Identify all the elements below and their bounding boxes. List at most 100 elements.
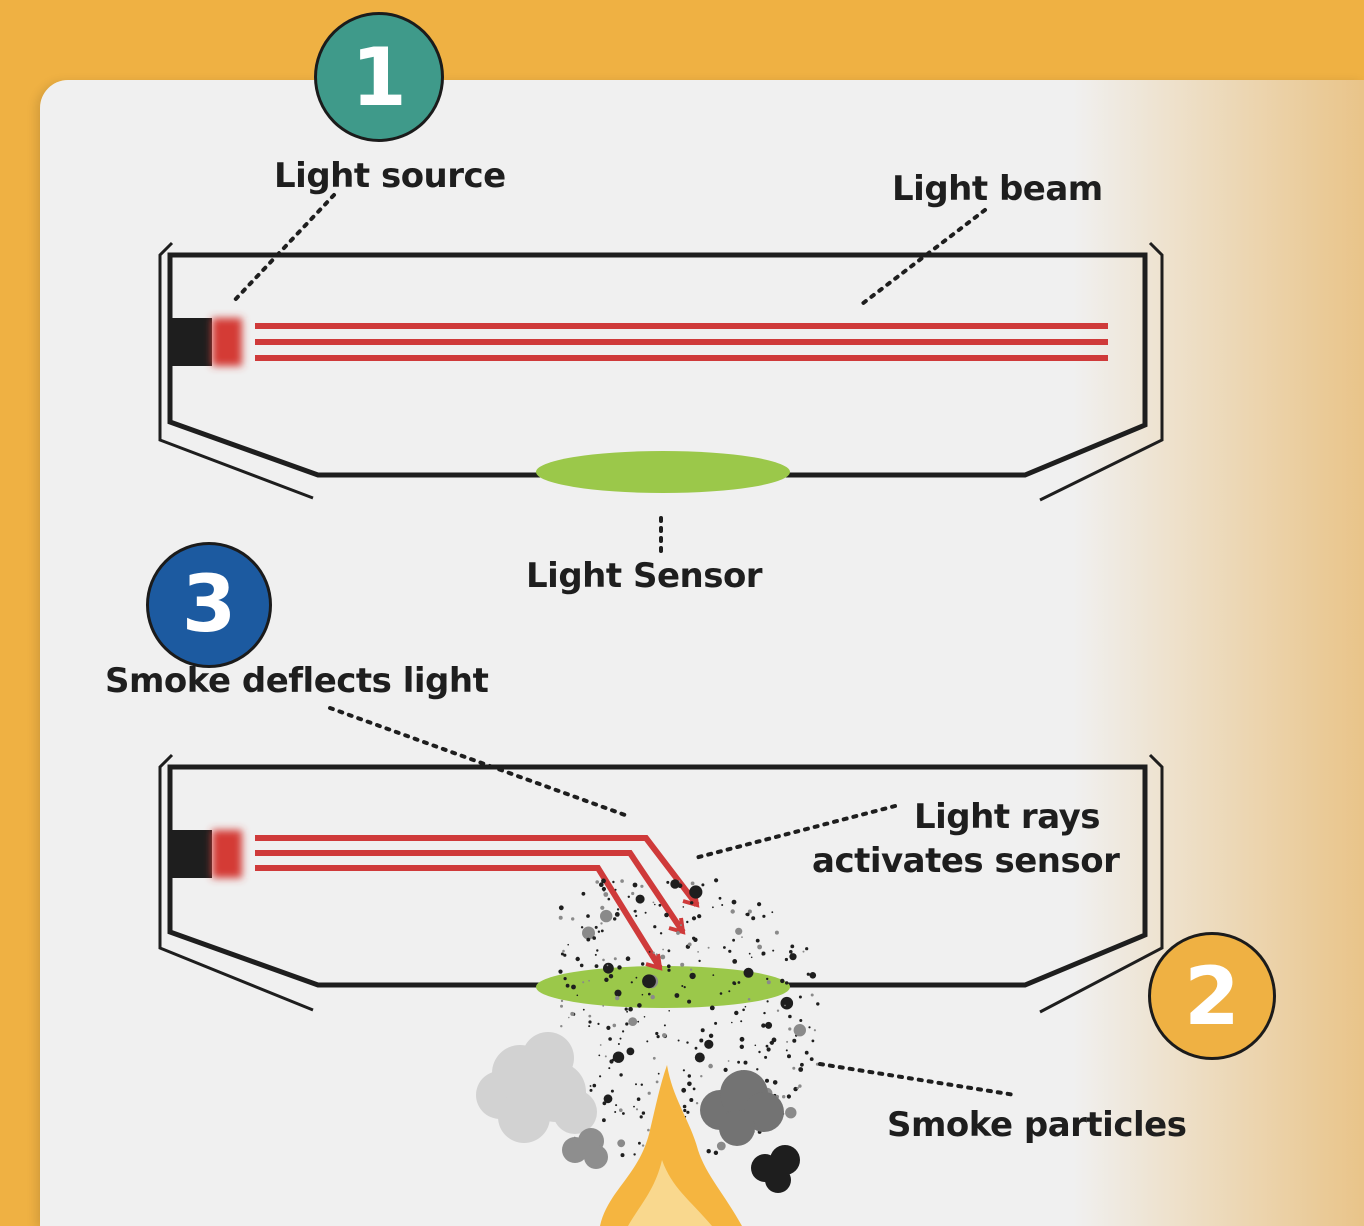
- smoke-particle: [622, 1112, 625, 1115]
- smoke-particle: [641, 993, 644, 996]
- smoke-particle: [776, 1009, 780, 1012]
- smoke-particle: [780, 996, 794, 1010]
- smoke-particle: [601, 878, 606, 884]
- smoke-particle: [706, 1149, 711, 1154]
- smoke-particle: [771, 911, 774, 914]
- smoke-particle: [648, 951, 651, 953]
- smoke-particle: [589, 1085, 592, 1087]
- smoke-particle: [638, 1141, 641, 1145]
- smoke-cloud-left: [476, 1032, 597, 1143]
- smoke-particle: [691, 916, 697, 921]
- smoke-particle: [598, 1054, 601, 1057]
- smoke-particle: [737, 1060, 740, 1064]
- smoke-particle: [700, 1028, 705, 1033]
- smoke-particle: [723, 1067, 728, 1072]
- smoke-particle: [689, 972, 696, 980]
- deflected-ray: [255, 850, 686, 934]
- smoke-particle: [662, 1033, 667, 1038]
- smoke-particle: [766, 1000, 769, 1003]
- smoke-particle: [680, 962, 685, 967]
- smoke-particle: [647, 1091, 651, 1095]
- smoke-particle: [576, 994, 579, 997]
- smoke-particle: [558, 969, 563, 974]
- smoke-particle: [606, 1025, 611, 1030]
- smoke-particle: [613, 957, 617, 961]
- smoke-particle: [732, 981, 736, 985]
- smoke-particle: [765, 1021, 773, 1029]
- light-source-label: Light source: [274, 156, 506, 196]
- smoke-particle: [633, 1105, 635, 1108]
- smoke-particle: [676, 931, 680, 935]
- smoke-particle: [630, 981, 633, 984]
- smoke-particle: [625, 956, 631, 961]
- smoke-cloud-right: [700, 1070, 784, 1146]
- smoke-particle: [650, 994, 655, 1000]
- smoke-particle: [646, 1040, 649, 1043]
- smoke-particle: [719, 992, 723, 995]
- smoke-particle: [667, 964, 671, 968]
- smoke-particle: [592, 1083, 597, 1088]
- smoke-particle: [602, 1101, 607, 1106]
- smoke-particle: [800, 1062, 804, 1067]
- smoke-particle: [655, 953, 658, 956]
- smoke-particle: [761, 951, 766, 956]
- smoke-particle: [586, 914, 590, 918]
- smoke-particle: [588, 1025, 591, 1028]
- deflected-ray: [255, 835, 700, 907]
- smoke-particle: [735, 927, 743, 935]
- smoke-particle: [806, 972, 810, 976]
- step-3-badge: 3: [146, 542, 272, 668]
- smoke-particle: [785, 1049, 788, 1052]
- smoke-particle: [727, 1060, 730, 1062]
- smoke-particle: [614, 989, 622, 997]
- smoke-particle: [636, 1097, 641, 1101]
- smoke-particle: [805, 947, 809, 951]
- smoke-particle: [782, 1095, 786, 1099]
- smoke-particle: [581, 891, 586, 896]
- smoke-particle: [609, 1059, 614, 1064]
- smoke-particle: [762, 914, 766, 918]
- smoke-particle: [595, 880, 599, 884]
- smoke-particle: [697, 914, 702, 919]
- smoke-particle: [600, 909, 613, 923]
- smoke-particle: [628, 1017, 638, 1026]
- smoke-particle: [592, 936, 596, 940]
- smoke-particle: [681, 1087, 687, 1093]
- smoke-particle: [686, 1110, 690, 1114]
- smoke-particle: [599, 1075, 602, 1078]
- smoke-particle: [635, 1083, 637, 1086]
- smoke-particle: [756, 1068, 759, 1071]
- smoke-particle: [614, 888, 617, 891]
- smoke-particle: [562, 949, 565, 953]
- smoke-particle: [708, 1033, 714, 1039]
- smoke-particle: [712, 906, 714, 909]
- smoke-particle: [786, 1040, 789, 1043]
- smoke-particle: [615, 1104, 618, 1107]
- smoke-particle: [743, 967, 754, 978]
- light-rays-label: Light rays activates sensor: [812, 795, 1120, 883]
- smoke-particle: [694, 1052, 705, 1063]
- smoke-particle: [575, 956, 580, 962]
- smoke-particle: [558, 905, 564, 911]
- smoke-particle: [771, 1037, 777, 1043]
- smoke-particle: [728, 990, 731, 993]
- smoke-particle: [788, 1027, 792, 1031]
- smoke-particle: [625, 1022, 629, 1026]
- smoke-particle: [707, 946, 710, 949]
- smoke-particle: [798, 1084, 802, 1088]
- smoke-particle: [644, 911, 647, 914]
- smoke-particle: [604, 1055, 607, 1058]
- smoke-particle: [612, 1051, 625, 1063]
- smoke-particle: [695, 1102, 699, 1105]
- smoke-particle: [579, 963, 584, 968]
- smoke-particle: [793, 1023, 806, 1037]
- smoke-particle: [816, 1002, 820, 1006]
- smoke-particle: [608, 1067, 611, 1070]
- smoke-particle: [681, 985, 684, 987]
- smoke-particle: [622, 1030, 625, 1033]
- smoke-particle: [603, 962, 614, 974]
- smoke-particle: [809, 972, 817, 979]
- smoke-particle: [740, 1020, 743, 1023]
- smoke-particle: [766, 1047, 771, 1052]
- smoke-particle: [798, 1067, 804, 1072]
